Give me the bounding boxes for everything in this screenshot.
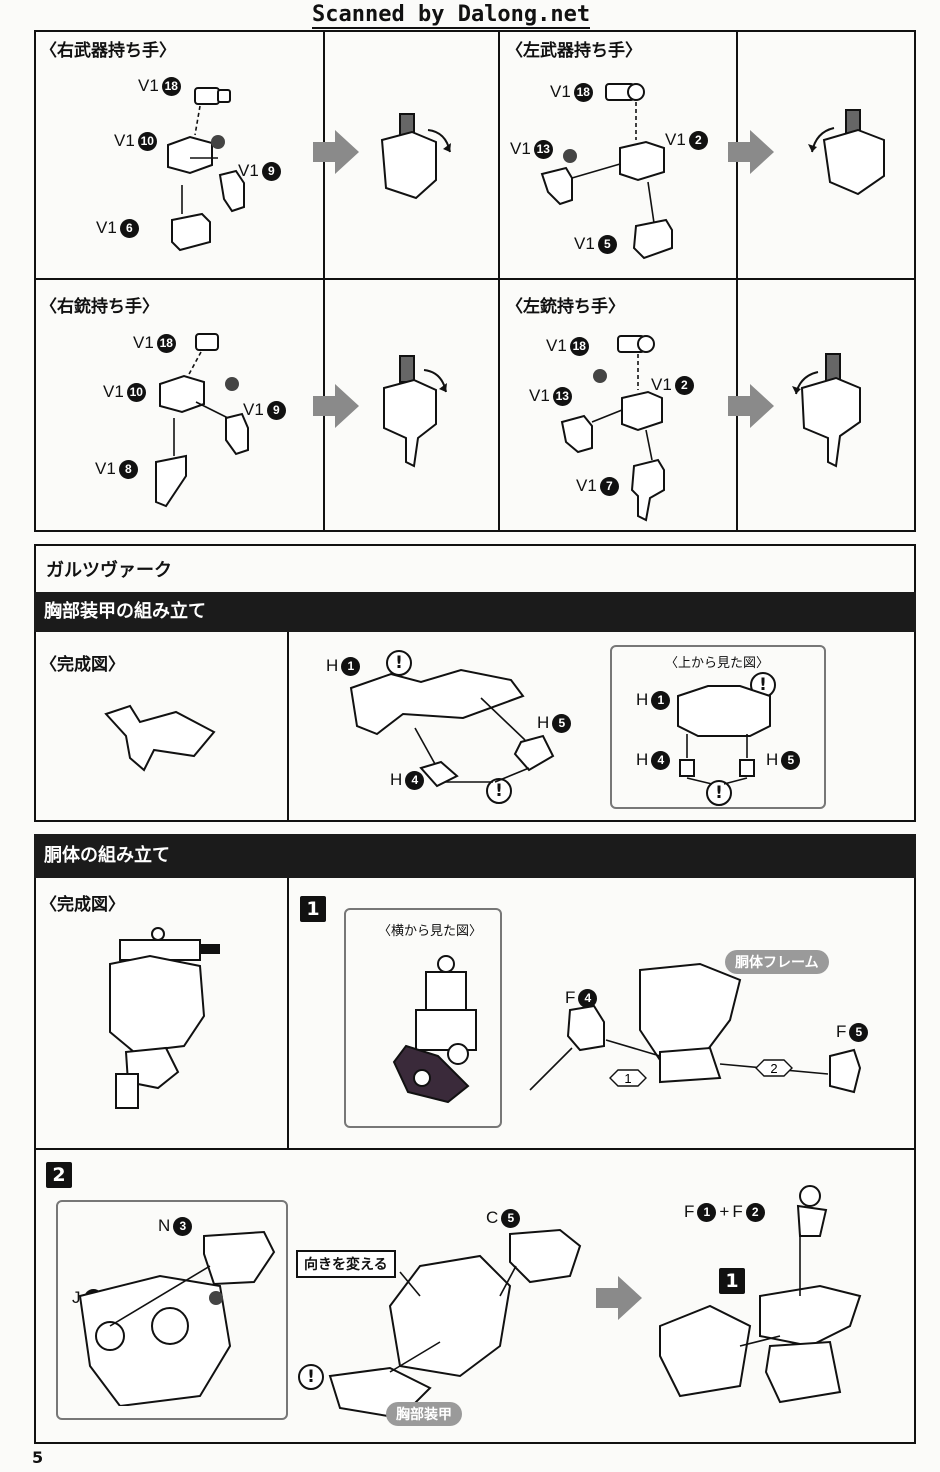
left-weapon-hand-title: 〈左武器持ち手〉 bbox=[506, 41, 642, 61]
step2-detail-diagram bbox=[78, 1230, 276, 1406]
hands-divider-lw bbox=[736, 30, 738, 532]
rotate-note: 向きを変える bbox=[296, 1250, 396, 1278]
completed-label: 〈完成図〉 bbox=[40, 655, 125, 675]
step2-detail-panel bbox=[56, 1200, 288, 1420]
warning-icon: ! bbox=[386, 650, 412, 676]
chest-armor-banner: 胸部装甲の組み立て bbox=[34, 592, 916, 632]
completed-label: 〈完成図〉 bbox=[40, 895, 125, 915]
chest-armor-assembly-diagram bbox=[349, 668, 555, 788]
hands-divider-horizontal bbox=[34, 278, 916, 280]
left-weapon-hand-complete-diagram bbox=[808, 109, 885, 196]
chest-divider bbox=[287, 632, 289, 822]
left-weapon-hand-parts-diagram bbox=[540, 83, 673, 260]
torso-frame-tag: 胴体フレーム bbox=[725, 950, 829, 974]
step-number: 1 bbox=[300, 896, 326, 922]
side-view-title: 〈横から見た図〉 bbox=[378, 924, 483, 939]
torso-divider bbox=[287, 878, 289, 1150]
right-gun-hand-parts-diagram bbox=[155, 333, 249, 508]
right-gun-hand-complete-diagram bbox=[383, 355, 447, 468]
chest-armor-complete-diagram bbox=[104, 704, 216, 772]
garzvark-panel bbox=[34, 544, 916, 822]
left-gun-hand-parts-diagram bbox=[560, 335, 665, 522]
chest-armor-tag: 胸部装甲 bbox=[386, 1402, 462, 1426]
top-view-title: 〈上から見た図〉 bbox=[665, 656, 770, 671]
right-gun-hand-title: 〈右銃持ち手〉 bbox=[40, 297, 159, 317]
left-gun-hand-title: 〈左銃持ち手〉 bbox=[506, 297, 625, 317]
next-arrow-icon bbox=[728, 384, 774, 428]
scan-credit: Scanned by Dalong.net bbox=[312, 2, 591, 29]
step-number: 2 bbox=[46, 1162, 72, 1188]
next-arrow-icon bbox=[728, 130, 774, 174]
torso-step-divider bbox=[34, 1148, 916, 1150]
order-mark: 1 bbox=[624, 1071, 631, 1086]
torso-complete-diagram bbox=[109, 927, 220, 1109]
top-view-panel bbox=[610, 645, 826, 809]
warning-icon: ! bbox=[750, 672, 776, 698]
page-number: 5 bbox=[32, 1448, 44, 1467]
left-gun-hand-complete-diagram bbox=[792, 353, 861, 468]
right-weapon-hand-title: 〈右武器持ち手〉 bbox=[40, 41, 176, 61]
garzvark-title: ガルツヴァーク bbox=[46, 560, 172, 581]
torso-step2-result-diagram bbox=[659, 1185, 862, 1404]
next-arrow-icon bbox=[313, 130, 359, 174]
hands-divider-center bbox=[498, 30, 500, 532]
hands-divider-rw bbox=[323, 30, 325, 532]
next-arrow-icon bbox=[313, 384, 359, 428]
torso-step2-diagram bbox=[328, 1228, 582, 1420]
ref-step-number: 1 bbox=[719, 1268, 745, 1294]
right-weapon-hand-complete-diagram bbox=[380, 113, 451, 200]
warning-icon: ! bbox=[298, 1364, 324, 1390]
next-arrow-icon bbox=[596, 1276, 642, 1320]
side-view-diagram bbox=[392, 955, 477, 1104]
hands-panel bbox=[34, 30, 916, 532]
side-view-panel bbox=[344, 908, 502, 1128]
right-weapon-hand-parts-diagram bbox=[167, 87, 245, 252]
torso-banner: 胴体の組み立て bbox=[34, 834, 916, 878]
torso-step1-diagram: 1 2 bbox=[529, 962, 862, 1094]
top-view-diagram bbox=[677, 685, 771, 785]
order-mark: 2 bbox=[770, 1061, 777, 1076]
